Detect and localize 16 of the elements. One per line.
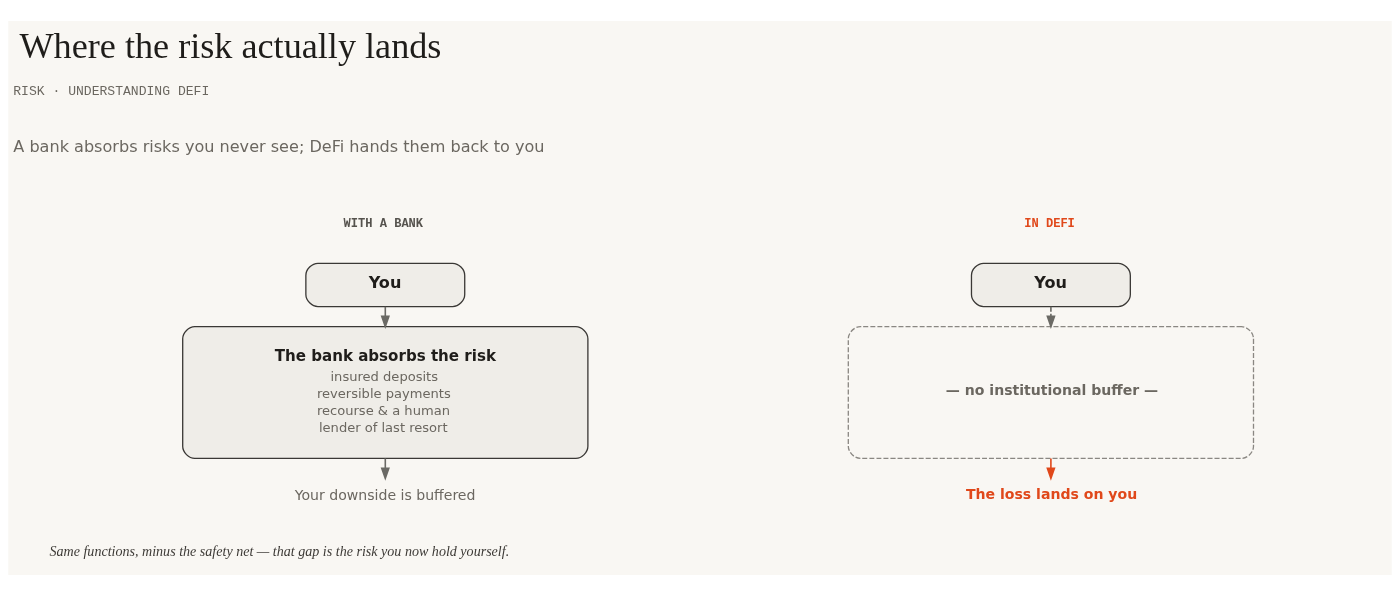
diagram-title: Where the risk actually lands	[19, 25, 442, 66]
node-text: The loss lands on you	[965, 485, 1138, 502]
caption: Same functions, minus the safety net — that gap is the risk you now hold yourself.	[49, 542, 510, 559]
arrow	[380, 305, 390, 329]
arrow	[1046, 457, 1056, 481]
node-box: You	[970, 262, 1131, 307]
label: A bank absorbs risks you never see; DeFi hands them back to you	[13, 136, 545, 156]
node-text: Your downside is buffered	[294, 486, 476, 503]
node-box: — no institutional buffer —	[847, 325, 1255, 459]
label: IN DEFI	[1024, 216, 1075, 231]
label: RISK · UNDERSTANDING DEFI	[13, 83, 210, 99]
node-box: You	[305, 262, 466, 307]
label: WITH A BANK	[343, 216, 424, 231]
node-box: The bank absorbs the risk insured deposits reversible payments recourse & a human lender of last resort	[182, 325, 589, 459]
arrow	[1046, 305, 1056, 329]
arrow	[380, 457, 390, 481]
